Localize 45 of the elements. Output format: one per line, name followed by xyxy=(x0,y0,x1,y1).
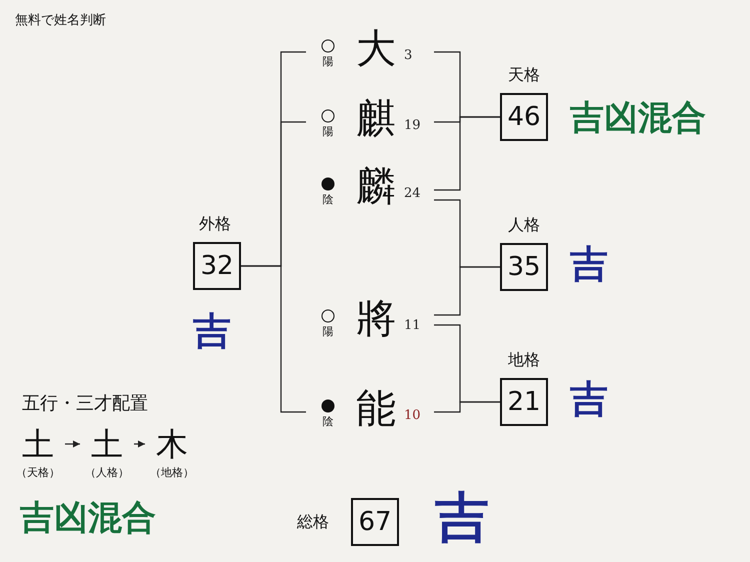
fortune-text: 吉 xyxy=(193,312,231,350)
yin-yang-label: 陽 xyxy=(322,56,334,68)
stroke-count: 10 xyxy=(404,409,421,424)
grid-label: （人格） xyxy=(84,466,130,480)
fortune-text: 吉 xyxy=(570,380,608,418)
number-box: 67 xyxy=(351,498,399,546)
yin-yang-label: 陽 xyxy=(322,326,334,338)
number-box: 35 xyxy=(500,243,548,291)
element-character: 土 xyxy=(21,424,55,464)
yin-yang-label: 陰 xyxy=(322,194,334,206)
fortune-text: 吉 xyxy=(570,245,608,283)
yin-yang-label: 陰 xyxy=(322,416,334,428)
number-box: 32 xyxy=(193,242,241,290)
fortune-text: 吉凶混合 xyxy=(570,101,706,135)
arrow xyxy=(65,440,80,448)
grid-label: （天格） xyxy=(15,466,61,480)
name-character: 能 xyxy=(355,385,397,434)
number-box: 21 xyxy=(500,378,548,426)
grid-label: 天格 xyxy=(507,66,541,84)
element-character: 木 xyxy=(155,424,189,464)
bracket-line xyxy=(434,401,500,413)
arrow xyxy=(134,440,145,448)
stroke-count: 11 xyxy=(404,319,421,334)
section-heading: 五行・三才配置 xyxy=(22,394,148,414)
element-character: 土 xyxy=(90,424,124,464)
bracket-line xyxy=(434,116,500,191)
grid-label: 人格 xyxy=(507,216,541,234)
page-title: 無料で姓名判断 xyxy=(15,12,106,29)
name-character: 麒 xyxy=(355,95,397,144)
fortune-text: 吉 xyxy=(435,490,489,544)
stroke-count: 24 xyxy=(404,187,421,202)
bracket-line xyxy=(434,266,500,316)
name-character: 大 xyxy=(355,25,397,74)
stroke-count: 3 xyxy=(404,49,412,64)
name-character: 將 xyxy=(355,295,397,344)
grid-label: 地格 xyxy=(507,351,541,369)
grid-label: （地格） xyxy=(149,466,195,480)
grid-label: 外格 xyxy=(198,215,232,233)
number-box: 46 xyxy=(500,93,548,141)
yin-yang-label: 陽 xyxy=(322,126,334,138)
bracket-line xyxy=(241,265,306,413)
stroke-count: 19 xyxy=(404,119,421,134)
grid-label: 総格 xyxy=(296,513,330,531)
name-character: 麟 xyxy=(355,163,397,212)
fortune-text: 吉凶混合 xyxy=(20,500,156,538)
